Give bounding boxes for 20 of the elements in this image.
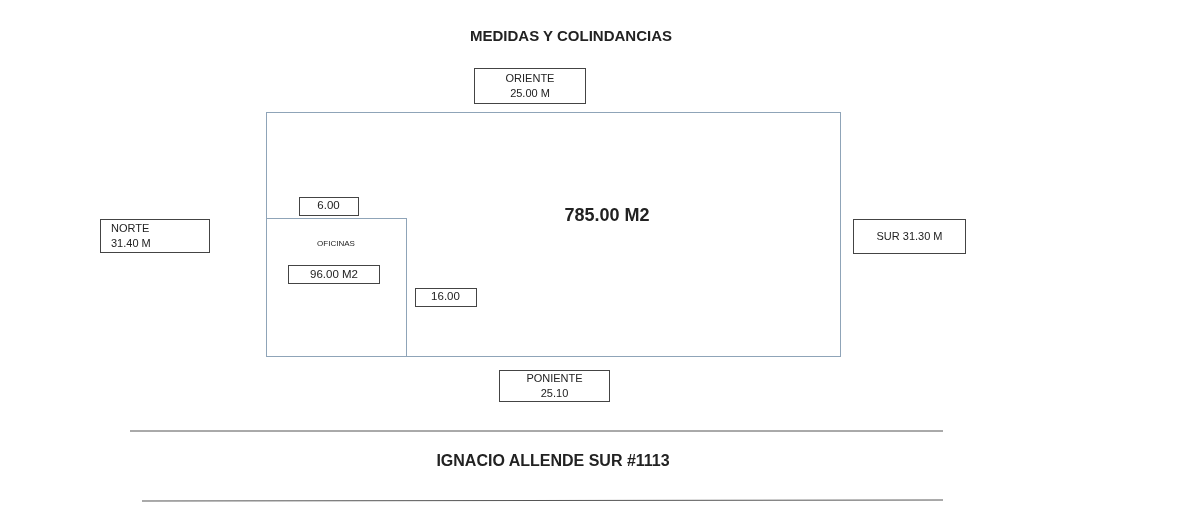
boundary-label: ORIENTE 25.00 M xyxy=(504,71,556,101)
boundary-tag xyxy=(100,219,210,253)
boundary-tag xyxy=(853,219,966,254)
measure-value: 96.00 M2 xyxy=(310,266,358,282)
boundary-tag xyxy=(499,370,610,402)
lot-outline xyxy=(266,112,841,357)
office-area xyxy=(265,217,407,357)
measure-value: 6.00 xyxy=(317,198,340,214)
boundary-label: SUR 31.30 M xyxy=(875,229,944,244)
room-label: OFICINAS xyxy=(316,238,356,250)
street-address: IGNACIO ALLENDE SUR #1113 xyxy=(436,452,670,470)
boundary-label: NORTE 31.40 M xyxy=(111,221,152,251)
area-label: 785.00 M2 xyxy=(563,204,651,227)
measure-tag xyxy=(288,265,380,284)
boundary-label: PONIENTE 25.10 xyxy=(525,371,584,401)
measure-tag xyxy=(414,287,477,307)
measure-tag xyxy=(298,196,359,216)
diagram-title: MEDIDAS Y COLINDANCIAS xyxy=(470,27,672,44)
measure-value: 16.00 xyxy=(431,289,460,305)
boundary-tag xyxy=(474,68,586,104)
